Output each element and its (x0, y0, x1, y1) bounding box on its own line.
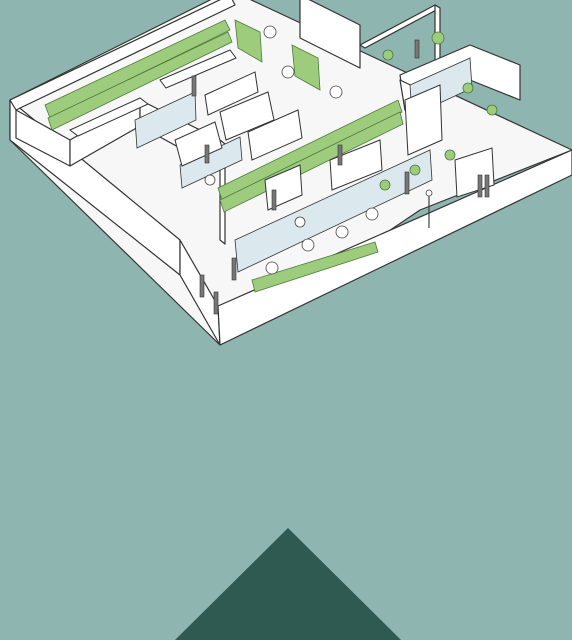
planter-shelves (44, 19, 404, 293)
people (191, 39, 490, 315)
potted-plants (379, 31, 498, 191)
street-lamp (425, 189, 433, 228)
cafe-seating (204, 25, 379, 275)
triangle-up-icon (175, 528, 401, 640)
